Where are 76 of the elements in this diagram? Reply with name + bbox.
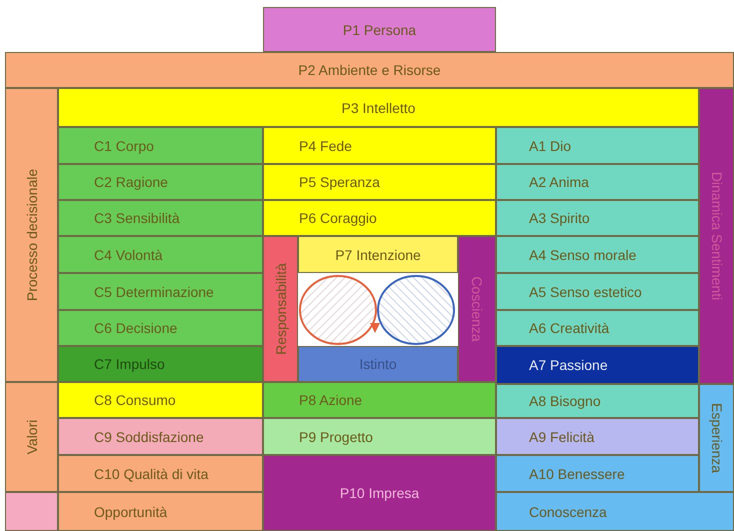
table-cell: [58, 164, 263, 200]
vertical-band: [699, 88, 734, 384]
cell-label: C3 Sensibilità: [94, 211, 180, 225]
vertical-band: [263, 236, 298, 382]
cell-label: Responsabilità: [274, 263, 288, 355]
table-cell: [263, 418, 496, 455]
cell-label: P3 Intelletto: [342, 100, 416, 114]
cell-label: P5 Speranza: [299, 175, 380, 189]
table-cell: [58, 236, 263, 273]
table-cell: [263, 164, 496, 200]
cell-label: A8 Bisogno: [529, 394, 601, 408]
vertical-band: [5, 382, 58, 492]
cell-label: P8 Azione: [299, 393, 362, 407]
cell-label: C1 Corpo: [94, 138, 154, 152]
table-cell: [58, 492, 263, 531]
cell-label: Conoscenza: [529, 504, 607, 518]
vertical-band: [458, 236, 496, 382]
table-cell: [496, 200, 699, 236]
cell-label: Opportunità: [94, 504, 168, 518]
cell-label: A4 Senso morale: [529, 248, 636, 262]
table-cell: [496, 346, 699, 384]
table-cell: [496, 455, 699, 492]
table-cell: [496, 418, 699, 455]
cell-label: C7 Impulso: [94, 357, 165, 371]
table-cell: [58, 200, 263, 236]
cell-label: A10 Benessere: [529, 466, 625, 480]
table-cell: [496, 492, 734, 531]
cell-label: C10 Qualità di vita: [94, 466, 208, 480]
table-cell: [263, 382, 496, 418]
cell-label: P2 Ambiente e Risorse: [298, 63, 441, 77]
cell-label: C9 Soddisfazione: [94, 430, 204, 444]
cell-label: C4 Volontà: [94, 248, 162, 262]
title-band: [298, 236, 458, 273]
vertical-band: [699, 384, 734, 492]
cell-label: Processo decisionale: [24, 168, 38, 302]
table-cell: [496, 236, 699, 273]
table-cell: [496, 310, 699, 346]
title-band: [298, 346, 458, 382]
table-cell: [496, 164, 699, 200]
table-cell: [263, 200, 496, 236]
cell-label: Esperienza: [710, 402, 724, 474]
table-cell: [263, 127, 496, 164]
cell-label: A5 Senso estetico: [529, 284, 642, 298]
cell-label: A7 Passione: [529, 358, 608, 372]
cell-label: C5 Determinazione: [94, 284, 214, 298]
cell-label: P9 Progetto: [299, 430, 373, 444]
cell-label: P7 Intenzione: [335, 248, 421, 262]
cell-label: A1 Dio: [529, 138, 572, 152]
table-cell: [496, 273, 699, 310]
cell-label: P1 Persona: [342, 22, 416, 36]
cell-label: A3 Spirito: [529, 211, 590, 225]
table-cell: [496, 384, 699, 418]
cell-label: C2 Ragione: [94, 175, 168, 189]
title-band: [263, 455, 496, 531]
table-cell: [58, 310, 263, 346]
table-cell: [58, 418, 263, 455]
cell-label: P4 Fede: [299, 138, 352, 152]
table-cell: [58, 273, 263, 310]
cell-label: Valori: [24, 420, 38, 454]
cell-label: A9 Felicità: [529, 430, 594, 444]
cell-label: A6 Creatività: [529, 321, 610, 335]
table-cell: [58, 127, 263, 164]
cell-label: P10 Impresa: [340, 486, 420, 500]
cell-label: C8 Consumo: [94, 393, 176, 407]
cell-label: A2 Anima: [529, 175, 589, 189]
title-band: [263, 7, 496, 52]
vertical-band: [5, 88, 58, 382]
cell-label: Istinto: [359, 357, 397, 371]
table-cell: [58, 346, 263, 382]
title-band: [5, 52, 734, 88]
title-band: [58, 88, 699, 127]
cell-label: P6 Coraggio: [299, 211, 377, 225]
table-cell: [58, 455, 263, 492]
cell-label: C6 Decisione: [94, 321, 178, 335]
table-cell: [58, 382, 263, 418]
table-cell: [496, 127, 699, 164]
